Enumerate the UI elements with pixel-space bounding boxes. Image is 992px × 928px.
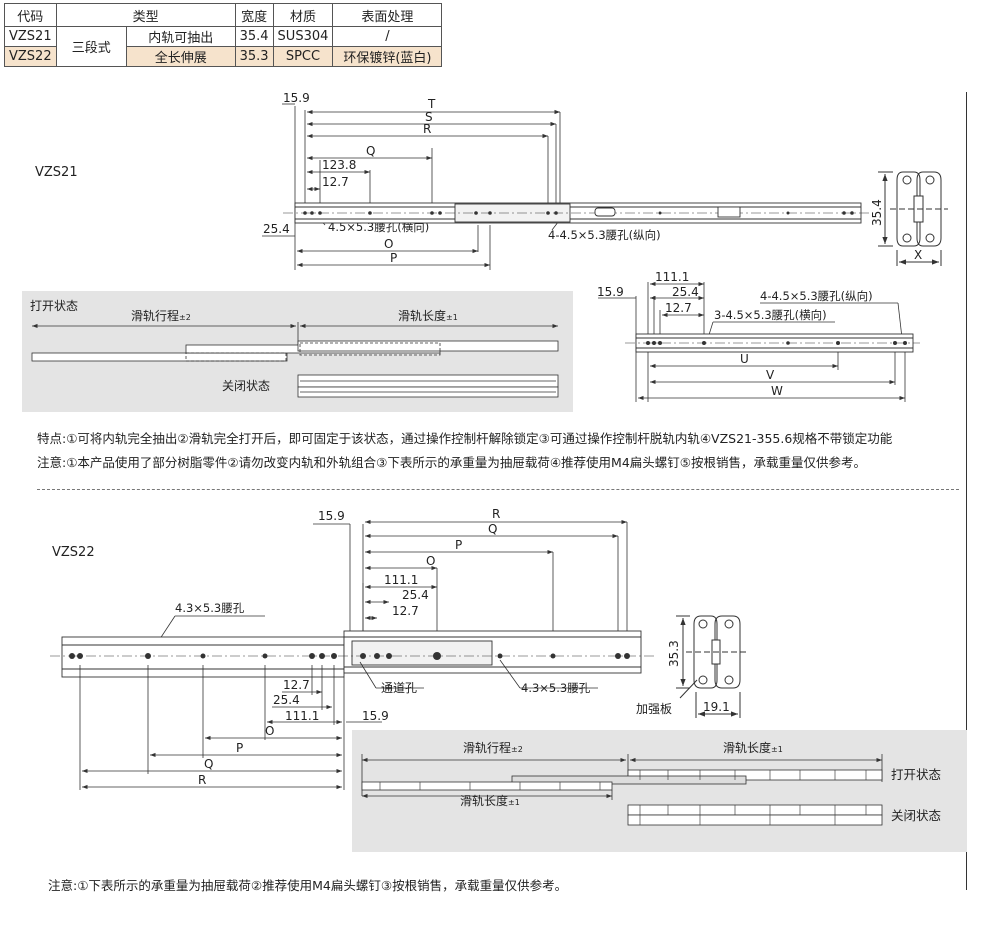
cell-surface: 环保镀锌(蓝白) (332, 46, 443, 67)
vzs22-dim-12.7-bottom: 12.7 (283, 678, 310, 692)
vzs21-hole-horizontal-label: 4.5×5.3腰孔(横向) (328, 220, 429, 234)
vzs22-notice-note: 注意:①下表所示的承重量为抽屉载荷②推荐使用M4扁头螺钉③按根销售，承载重量仅供… (48, 878, 568, 893)
vzs21-features-note: 特点:①可将内轨完全抽出②滑轨完全打开后，即可固定于该状态，通过操作控制杆解除锁… (37, 431, 893, 446)
vzs21-top-dimensions (262, 103, 566, 270)
vzs22-dim-25.4-top: 25.4 (402, 588, 429, 602)
vzs22-closed-state-drawing (627, 804, 883, 826)
vzs21-side-dim-111.1: 111.1 (655, 270, 689, 284)
vzs22-closed-state-label: 关闭状态 (891, 808, 941, 823)
cell-subtype: 内轨可抽出 (126, 26, 236, 47)
vzs22-dim-Q-top: Q (488, 522, 497, 536)
vzs22-dim-Q-bottom: Q (204, 757, 213, 771)
vzs21-side-rail (625, 333, 920, 353)
header-width: 宽度 (234, 3, 274, 27)
vzs22-dim-19.1: 19.1 (703, 700, 730, 714)
vzs22-rail-holes (69, 652, 630, 660)
spec-row-vzs21: VZS21 三段式 内轨可抽出 35.4 SUS304 / (4, 26, 443, 67)
header-surface: 表面处理 (332, 3, 443, 27)
vzs22-label: VZS22 (52, 545, 95, 560)
vzs22-open-state-label: 打开状态 (891, 767, 941, 782)
header-code: 代码 (4, 3, 57, 27)
vzs22-dim-35.3: 35.3 (667, 640, 681, 667)
vzs21-notice-note: 注意:①本产品使用了部分树脂零件②请勿改变内轨和外轨组合③下表所示的承重量为抽屉… (37, 455, 866, 470)
vzs21-length-label: 滑轨长度±1 (398, 308, 458, 323)
cell-material: SUS304 (272, 26, 334, 47)
cell-width: 35.3 (234, 46, 274, 67)
vzs22-dim-15.9-bottom: 15.9 (362, 709, 389, 723)
vzs21-dim-T: T (427, 97, 436, 111)
vzs21-dim-Q: Q (366, 144, 375, 158)
vzs22-dim-111.1-top: 111.1 (384, 573, 418, 587)
section-divider (37, 489, 959, 490)
vzs21-side-holes (646, 341, 907, 345)
spec-table: 代码 类型 宽度 材质 表面处理 VZS21 三段式 内轨可抽出 35.4 SU… (4, 3, 443, 67)
vzs21-dim-P: P (390, 251, 397, 265)
vzs22-dim-111.1-bottom: 111.1 (285, 709, 319, 723)
vzs21-dim-O: O (384, 237, 393, 251)
vzs22-dim-O-bottom: O (265, 724, 274, 738)
vzs21-closed-state-drawing (297, 374, 559, 398)
vzs21-open-state-drawing (31, 322, 559, 362)
vzs21-rail (283, 202, 870, 224)
vzs21-dim-15.9: 15.9 (283, 91, 310, 105)
vzs21-open-state-label: 打开状态 (30, 299, 78, 313)
vzs21-dim-25.4: 25.4 (263, 222, 290, 236)
vzs21-travel-label: 滑轨行程±2 (131, 308, 191, 323)
vzs22-rail (50, 630, 655, 678)
vzs22-dim-12.7-top: 12.7 (392, 604, 419, 618)
vzs22-plate-label: 加强板 (636, 702, 672, 716)
vzs21-dim-123.8: 123.8 (322, 158, 356, 172)
vzs22-dim-O-top: O (426, 554, 435, 568)
vzs21-cross-section (878, 171, 948, 266)
vzs22-dim-15.9-top: 15.9 (318, 509, 345, 523)
cell-subtype: 全长伸展 (126, 46, 236, 67)
cell-type-merged: 三段式 (55, 26, 128, 67)
vzs21-side-dim-V: V (766, 368, 775, 382)
vzs22-dim-P-top: P (455, 538, 462, 552)
vzs22-rail-ticks (379, 770, 867, 825)
cell-material: SPCC (272, 46, 334, 67)
vzs21-closed-state-label: 关闭状态 (222, 379, 270, 393)
vzs22-channel-hole-label: 通道孔 (381, 681, 417, 695)
vzs21-dim-R: R (423, 122, 431, 136)
vzs22-state-panel (352, 730, 967, 852)
vzs21-side-dim-U: U (740, 352, 749, 366)
vzs22-channel-hole-leader (359, 659, 598, 689)
vzs22-bottom-dimensions (79, 665, 382, 790)
vzs22-hole-right-label: 4.3×5.3腰孔 (521, 681, 591, 695)
vzs21-side-dim-25.4: 25.4 (672, 285, 699, 299)
header-material: 材质 (272, 3, 334, 27)
vzs21-rail-holes (303, 211, 854, 215)
vzs22-dim-R-top: R (492, 507, 500, 521)
vzs21-side-hole-horizontal: 3-4.5×5.3腰孔(横向) (714, 308, 827, 322)
vzs21-side-dim-W: W (771, 384, 783, 398)
vzs22-length-label: 滑轨长度±1 (723, 740, 783, 755)
vzs21-dim-X: X (914, 248, 922, 262)
vzs22-hole-left-label: 4.3×5.3腰孔 (175, 601, 245, 615)
vzs21-dim-12.7: 12.7 (322, 175, 349, 189)
vzs21-dim-S: S (425, 110, 433, 124)
vzs21-side-dim-15.9: 15.9 (597, 285, 624, 299)
cell-width: 35.4 (234, 26, 274, 47)
vzs22-dim-R-bottom: R (198, 773, 206, 787)
vzs22-dim-P-bottom: P (236, 741, 243, 755)
vzs22-dim-25.4-bottom: 25.4 (273, 693, 300, 707)
vzs22-travel-label: 滑轨行程±2 (463, 740, 523, 755)
cell-code: VZS22 (4, 46, 57, 67)
right-border-line (966, 92, 967, 890)
vzs21-label: VZS21 (35, 165, 78, 180)
vzs21-dim-35.4: 35.4 (870, 199, 884, 226)
spec-row-vzs22: VZS22 全长伸展 35.3 SPCC 环保镀锌(蓝白) (4, 46, 443, 67)
vzs22-cross-section (676, 615, 748, 718)
vzs22-open-state-drawing (361, 754, 883, 800)
vzs21-side-hole-vertical: 4-4.5×5.3腰孔(纵向) (760, 289, 873, 303)
spec-header-row: 代码 类型 宽度 材质 表面处理 (4, 3, 443, 27)
vzs21-hole-vertical-label: 4-4.5×5.3腰孔(纵向) (548, 228, 661, 242)
vzs21-side-dim-12.7: 12.7 (665, 301, 692, 315)
